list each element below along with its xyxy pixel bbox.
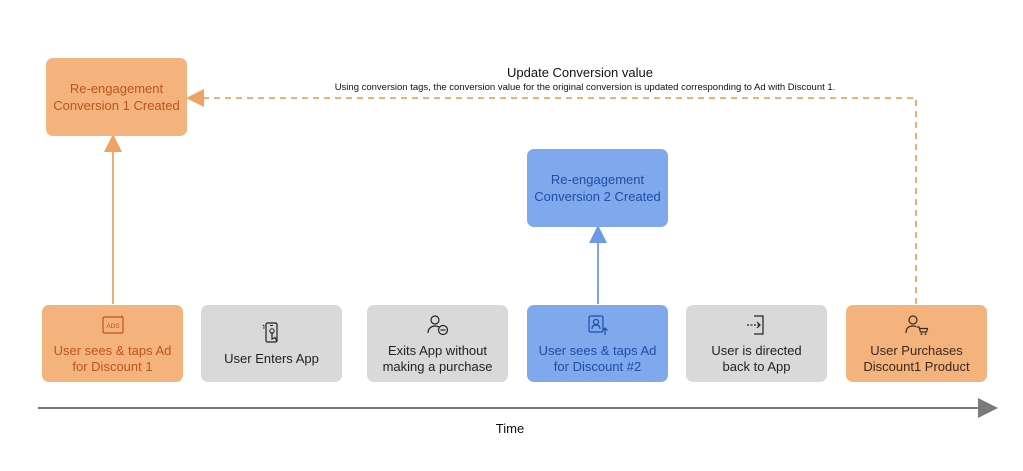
update-conversion-subtitle: Using conversion tags, the conversion va… <box>334 82 836 93</box>
step-enters-app: User Enters App <box>201 305 342 382</box>
step-exits-app: Exits App without making a purchase <box>367 305 508 382</box>
step-1-label: User sees & taps Ad for Discount 1 <box>53 342 172 374</box>
user-upload-icon <box>587 314 608 335</box>
user-cart-icon <box>904 314 928 335</box>
step-directed-back: User is directed back to App <box>686 305 827 382</box>
conversion-2-box: Re-engagement Conversion 2 Created <box>527 149 668 227</box>
svg-text:ADS: ADS <box>106 323 120 330</box>
conversion-1-label: Re-engagement Conversion 1 Created <box>53 81 180 113</box>
user-minus-icon <box>426 314 448 335</box>
step-6-label: User Purchases Discount1 Product <box>863 342 970 374</box>
step-3-label: Exits App without making a purchase <box>382 342 493 374</box>
step-4-label: User sees & taps Ad for Discount #2 <box>538 342 657 374</box>
ads-icon: ADS <box>101 315 124 334</box>
step-ad-discount-2: User sees & taps Ad for Discount #2 <box>527 305 668 382</box>
exit-arrow-icon <box>746 314 764 335</box>
step-ad-discount-1: ADS User sees & taps Ad for Discount 1 <box>42 305 183 382</box>
conversion-1-box: Re-engagement Conversion 1 Created <box>46 58 187 136</box>
conversion-2-label: Re-engagement Conversion 2 Created <box>534 172 661 204</box>
time-axis-label: Time <box>495 421 525 436</box>
step-5-label: User is directed back to App <box>711 342 802 374</box>
update-conversion-title: Update Conversion value <box>507 65 653 80</box>
update-conversion-path <box>186 89 917 304</box>
step-user-purchases: User Purchases Discount1 Product <box>846 305 987 382</box>
step-2-label: User Enters App <box>224 350 319 366</box>
phone-tap-icon <box>262 321 278 343</box>
